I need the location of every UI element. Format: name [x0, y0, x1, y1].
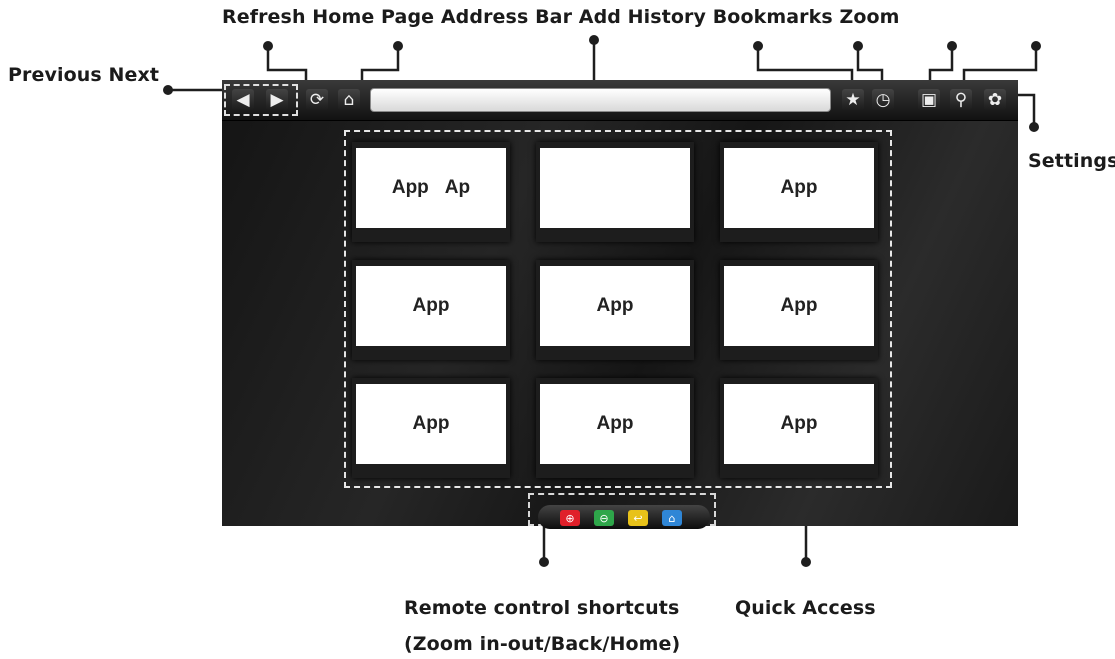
remote-shortcut-bar: ⊕ ⊖ ↩ ⌂: [538, 505, 710, 529]
browser-toolbar: ◀ ▶ ⟳ ⌂ ★ ◷ ▣ ⚲ ✿: [222, 80, 1018, 121]
previous-next-annotation: Previous Next: [8, 64, 160, 86]
remote-shortcuts-subtitle: (Zoom in-out/Back/Home): [404, 633, 681, 655]
gear-icon: ✿: [987, 89, 1003, 110]
back-shortcut[interactable]: ↩: [628, 510, 648, 526]
tile-label: App: [780, 177, 818, 198]
tile-label: App: [391, 177, 429, 198]
tile-label: App: [412, 413, 450, 434]
tile-label: App: [780, 413, 818, 434]
tile-label: App: [780, 295, 818, 316]
settings-annotation: Settings: [1028, 150, 1115, 172]
zoom-out-shortcut[interactable]: ⊖: [594, 510, 614, 526]
add-bookmark-button[interactable]: ★: [842, 89, 864, 111]
tile-label: App: [596, 413, 634, 434]
nav-button-group: [224, 84, 298, 116]
folder-icon: ▣: [920, 89, 938, 110]
zoom-button[interactable]: ⚲: [950, 89, 972, 111]
tile-label: App: [412, 295, 450, 316]
clock-icon: ◷: [875, 89, 891, 110]
bookmarks-button[interactable]: ▣: [918, 89, 940, 111]
home-shortcut[interactable]: ⌂: [662, 510, 682, 526]
tile-label: App: [596, 295, 634, 316]
quick-access-grid: [344, 130, 892, 488]
next-icon: ▶: [270, 89, 284, 110]
quick-access-tile-7[interactable]: App: [352, 378, 510, 478]
address-bar-input[interactable]: [370, 88, 831, 112]
refresh-button[interactable]: ⟳: [306, 89, 328, 111]
home-button[interactable]: ⌂: [338, 89, 360, 111]
quick-access-tile-8[interactable]: App: [536, 378, 694, 478]
star-icon: ★: [845, 89, 861, 110]
tile-label-overlap: Ap: [444, 177, 471, 198]
home-icon: ⌂: [343, 89, 355, 110]
zoom-out-icon: ⊖: [599, 511, 609, 525]
history-button[interactable]: ◷: [872, 89, 894, 111]
previous-icon: ◀: [236, 89, 250, 110]
back-icon: ↩: [633, 511, 643, 525]
quick-access-tile-6[interactable]: App: [720, 260, 878, 360]
home-icon: ⌂: [668, 511, 676, 525]
settings-button[interactable]: ✿: [984, 89, 1006, 111]
remote-shortcuts-annotation: Remote control shortcuts: [404, 597, 680, 619]
quick-access-tile-3[interactable]: App: [720, 142, 878, 242]
quick-access-annotation: Quick Access: [735, 597, 876, 619]
zoom-in-icon: ⊕: [565, 511, 575, 525]
top-annotation-label: Refresh Home Page Address Bar Add Histor…: [222, 6, 900, 28]
quick-access-tile-4[interactable]: App: [352, 260, 510, 360]
magnifier-icon: ⚲: [954, 89, 968, 110]
zoom-in-shortcut[interactable]: ⊕: [560, 510, 580, 526]
previous-button[interactable]: ◀: [232, 89, 254, 111]
refresh-icon: ⟳: [309, 89, 325, 110]
browser-window: ◀ ▶ ⟳ ⌂ ★ ◷ ▣ ⚲ ✿ App Ap: [222, 80, 1018, 526]
quick-access-tile-9[interactable]: App: [720, 378, 878, 478]
quick-access-tile-5[interactable]: App: [536, 260, 694, 360]
next-button[interactable]: ▶: [266, 89, 288, 111]
quick-access-tile-2[interactable]: [536, 142, 694, 242]
quick-access-tile-1[interactable]: App Ap: [352, 142, 510, 242]
